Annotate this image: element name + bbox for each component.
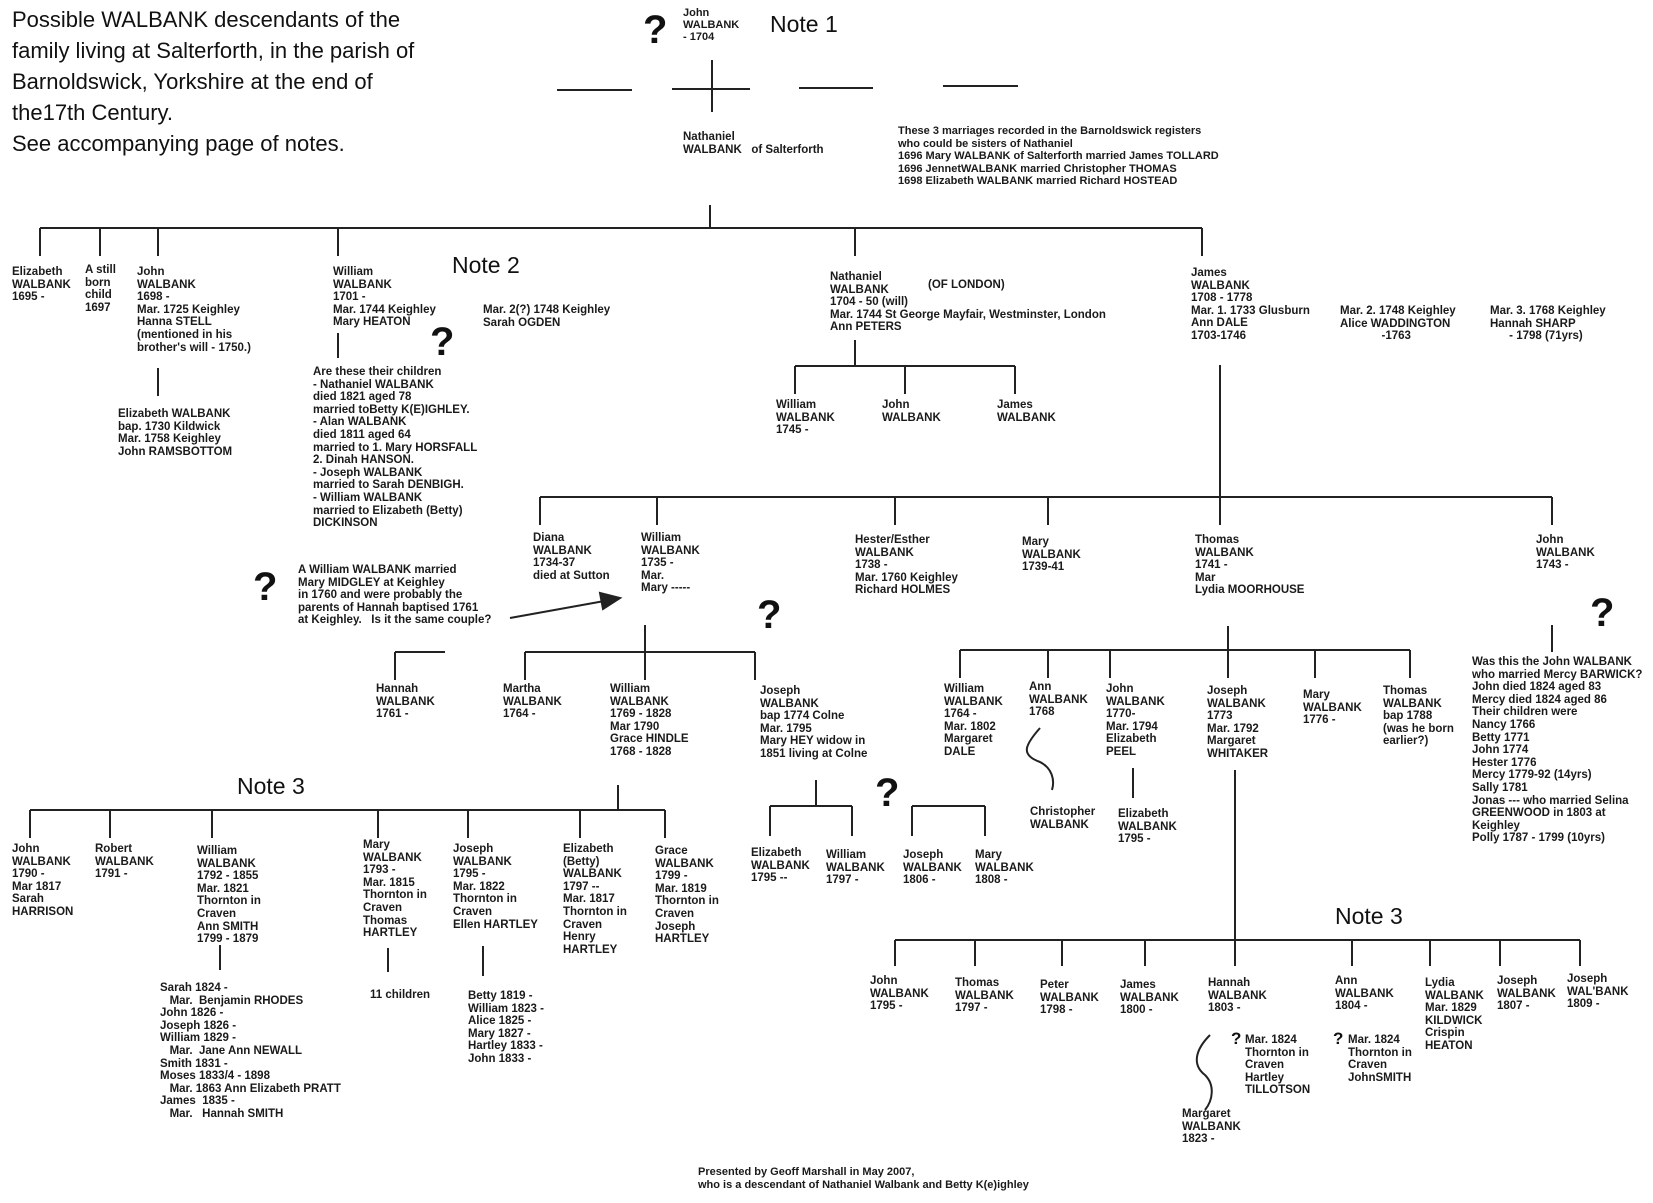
james-second-marriage: Mar. 2. 1748 Keighley Alice WADDINGTON -… bbox=[1340, 305, 1456, 343]
person-william-1701: William WALBANK 1701 - Mar. 1744 Keighle… bbox=[333, 266, 436, 329]
person-robert-1791: Robert WALBANK 1791 - bbox=[95, 843, 154, 881]
person-mary-1808: Mary WALBANK 1808 - bbox=[975, 849, 1034, 887]
page-title: Possible WALBANK descendants of the fami… bbox=[12, 7, 415, 156]
footer-credit: Presented by Geoff Marshall in May 2007,… bbox=[698, 1166, 1029, 1191]
of-london-label: (OF LONDON) bbox=[928, 279, 1005, 291]
person-elizabeth-1795-peel: Elizabeth WALBANK 1795 - bbox=[1118, 808, 1177, 846]
person-william-1792: William WALBANK 1792 - 1855 Mar. 1821 Th… bbox=[197, 845, 261, 946]
person-elizabeth-1795-hey: Elizabeth WALBANK 1795 -- bbox=[751, 847, 810, 885]
joseph-1774-question-mark: ? bbox=[875, 771, 900, 815]
person-nathaniel-salterforth: Nathaniel WALBANK of Salterforth bbox=[683, 131, 824, 156]
person-mary-1739: Mary WALBANK 1739-41 bbox=[1022, 536, 1081, 574]
unknown-ancestor-question-mark: ? bbox=[643, 8, 668, 52]
person-john-1770: John WALBANK 1770- Mar. 1794 Elizabeth P… bbox=[1106, 683, 1165, 758]
person-john-1795: John WALBANK 1795 - bbox=[870, 975, 929, 1013]
william-possible-children: Are these their children - Nathaniel WAL… bbox=[313, 366, 478, 530]
person-still-born-child: A still born child 1697 bbox=[85, 264, 116, 314]
joseph-1795-children: Betty 1819 - William 1823 - Alice 1825 -… bbox=[468, 990, 544, 1065]
person-elizabeth-1797: Elizabeth (Betty) WALBANK 1797 -- Mar. 1… bbox=[563, 843, 627, 956]
person-william-1764: William WALBANK 1764 - Mar. 1802 Margare… bbox=[944, 683, 1003, 758]
midgley-marriage-note: A William WALBANK married Mary MIDGLEY a… bbox=[298, 564, 492, 627]
person-hannah-1761: Hannah WALBANK 1761 - bbox=[376, 683, 435, 721]
person-joseph-1773: Joseph WALBANK 1773 Mar. 1792 Margaret W… bbox=[1207, 685, 1269, 760]
hannah-1803-marriage: Mar. 1824 Thornton in Craven Hartley TIL… bbox=[1245, 1034, 1311, 1097]
person-ann-1768: Ann WALBANK 1768 bbox=[1029, 681, 1088, 719]
person-martha-1764: Martha WALBANK 1764 - bbox=[503, 683, 562, 721]
note-1-label: Note 1 bbox=[770, 11, 838, 37]
person-nathaniel-1704: Nathaniel WALBANK 1704 - 50 (will) Mar. … bbox=[830, 271, 1106, 334]
william-children-question-mark: ? bbox=[430, 320, 455, 364]
person-joseph-1774: Joseph WALBANK bap 1774 Colne Mar. 1795 … bbox=[760, 685, 868, 760]
person-diana-1734: Diana WALBANK 1734-37 died at Sutton bbox=[533, 532, 610, 582]
person-john-london: John WALBANK bbox=[882, 399, 941, 424]
person-john-1704: John WALBANK - 1704 bbox=[683, 7, 740, 43]
person-peter-1798: Peter WALBANK 1798 - bbox=[1040, 979, 1099, 1017]
person-joseph-1806: Joseph WALBANK 1806 - bbox=[903, 849, 962, 887]
person-joseph-1809: Joseph WAL'BANK 1809 - bbox=[1567, 973, 1629, 1011]
person-ann-1804: Ann WALBANK 1804 - bbox=[1335, 975, 1394, 1013]
person-john-1743: John WALBANK 1743 - bbox=[1536, 534, 1595, 572]
person-john-1698: John WALBANK 1698 - Mar. 1725 Keighley H… bbox=[137, 266, 251, 354]
person-william-1797: William WALBANK 1797 - bbox=[826, 849, 885, 887]
person-elizabeth-1695: Elizabeth WALBANK 1695 - bbox=[12, 266, 71, 304]
james-third-marriage: Mar. 3. 1768 Keighley Hannah SHARP - 179… bbox=[1490, 305, 1606, 343]
person-grace-1799: Grace WALBANK 1799 - Mar. 1819 Thornton … bbox=[655, 845, 719, 946]
person-lydia-1829: Lydia WALBANK Mar. 1829 KILDWICK Crispin… bbox=[1425, 977, 1484, 1052]
hannah-marriage-question-mark: ? bbox=[1231, 1029, 1242, 1048]
person-mary-1793: Mary WALBANK 1793 - Mar. 1815 Thornton i… bbox=[363, 839, 427, 940]
person-elizabeth-1730: Elizabeth WALBANK bap. 1730 Kildwick Mar… bbox=[118, 408, 233, 458]
person-james-london: James WALBANK bbox=[997, 399, 1056, 424]
barwick-marriage-note: Was this the John WALBANK who married Me… bbox=[1472, 656, 1643, 845]
person-christopher: Christopher WALBANK bbox=[1030, 806, 1096, 831]
person-william-1769: William WALBANK 1769 - 1828 Mar 1790 Gra… bbox=[610, 683, 689, 758]
person-margaret-1823: Margaret WALBANK 1823 - bbox=[1182, 1108, 1241, 1146]
person-joseph-1795: Joseph WALBANK 1795 - Mar. 1822 Thornton… bbox=[453, 843, 538, 931]
mary-1793-children: 11 children bbox=[370, 989, 431, 1001]
ann-1804-marriage: Mar. 1824 Thornton in Craven JohnSMITH bbox=[1348, 1034, 1412, 1084]
note-3-label-right: Note 3 bbox=[1335, 903, 1403, 929]
person-hester-1738: Hester/Esther WALBANK 1738 - Mar. 1760 K… bbox=[855, 534, 958, 597]
person-thomas-1741: Thomas WALBANK 1741 - Mar Lydia MOORHOUS… bbox=[1195, 534, 1305, 597]
sisters-marriages-note: These 3 marriages recorded in the Barnol… bbox=[898, 125, 1219, 187]
person-john-1790: John WALBANK 1790 - Mar 1817 Sarah HARRI… bbox=[12, 843, 74, 918]
william-second-marriage: Mar. 2(?) 1748 Keighley Sarah OGDEN bbox=[483, 304, 611, 329]
john-1743-question-mark: ? bbox=[1590, 591, 1615, 635]
ann-marriage-question-mark: ? bbox=[1333, 1029, 1344, 1048]
william-1735-question-mark: ? bbox=[757, 593, 782, 637]
person-thomas-1788: Thomas WALBANK bap 1788 (was he born ear… bbox=[1383, 685, 1454, 748]
person-james-1708: James WALBANK 1708 - 1778 Mar. 1. 1733 G… bbox=[1191, 267, 1310, 342]
person-james-1800: James WALBANK 1800 - bbox=[1120, 979, 1179, 1017]
person-william-1745: William WALBANK 1745 - bbox=[776, 399, 835, 437]
person-joseph-1807: Joseph WALBANK 1807 - bbox=[1497, 975, 1556, 1013]
person-william-1735: William WALBANK 1735 - Mar. Mary ----- bbox=[641, 532, 700, 595]
midgley-question-mark: ? bbox=[253, 565, 278, 609]
person-mary-1776: Mary WALBANK 1776 - bbox=[1303, 689, 1362, 727]
note-3-label-left: Note 3 bbox=[237, 773, 305, 799]
note-2-label: Note 2 bbox=[452, 252, 520, 278]
person-thomas-1797: Thomas WALBANK 1797 - bbox=[955, 977, 1014, 1015]
person-hannah-1803: Hannah WALBANK 1803 - bbox=[1208, 977, 1267, 1015]
william-1792-children: Sarah 1824 - Mar. Benjamin RHODES John 1… bbox=[160, 982, 341, 1120]
